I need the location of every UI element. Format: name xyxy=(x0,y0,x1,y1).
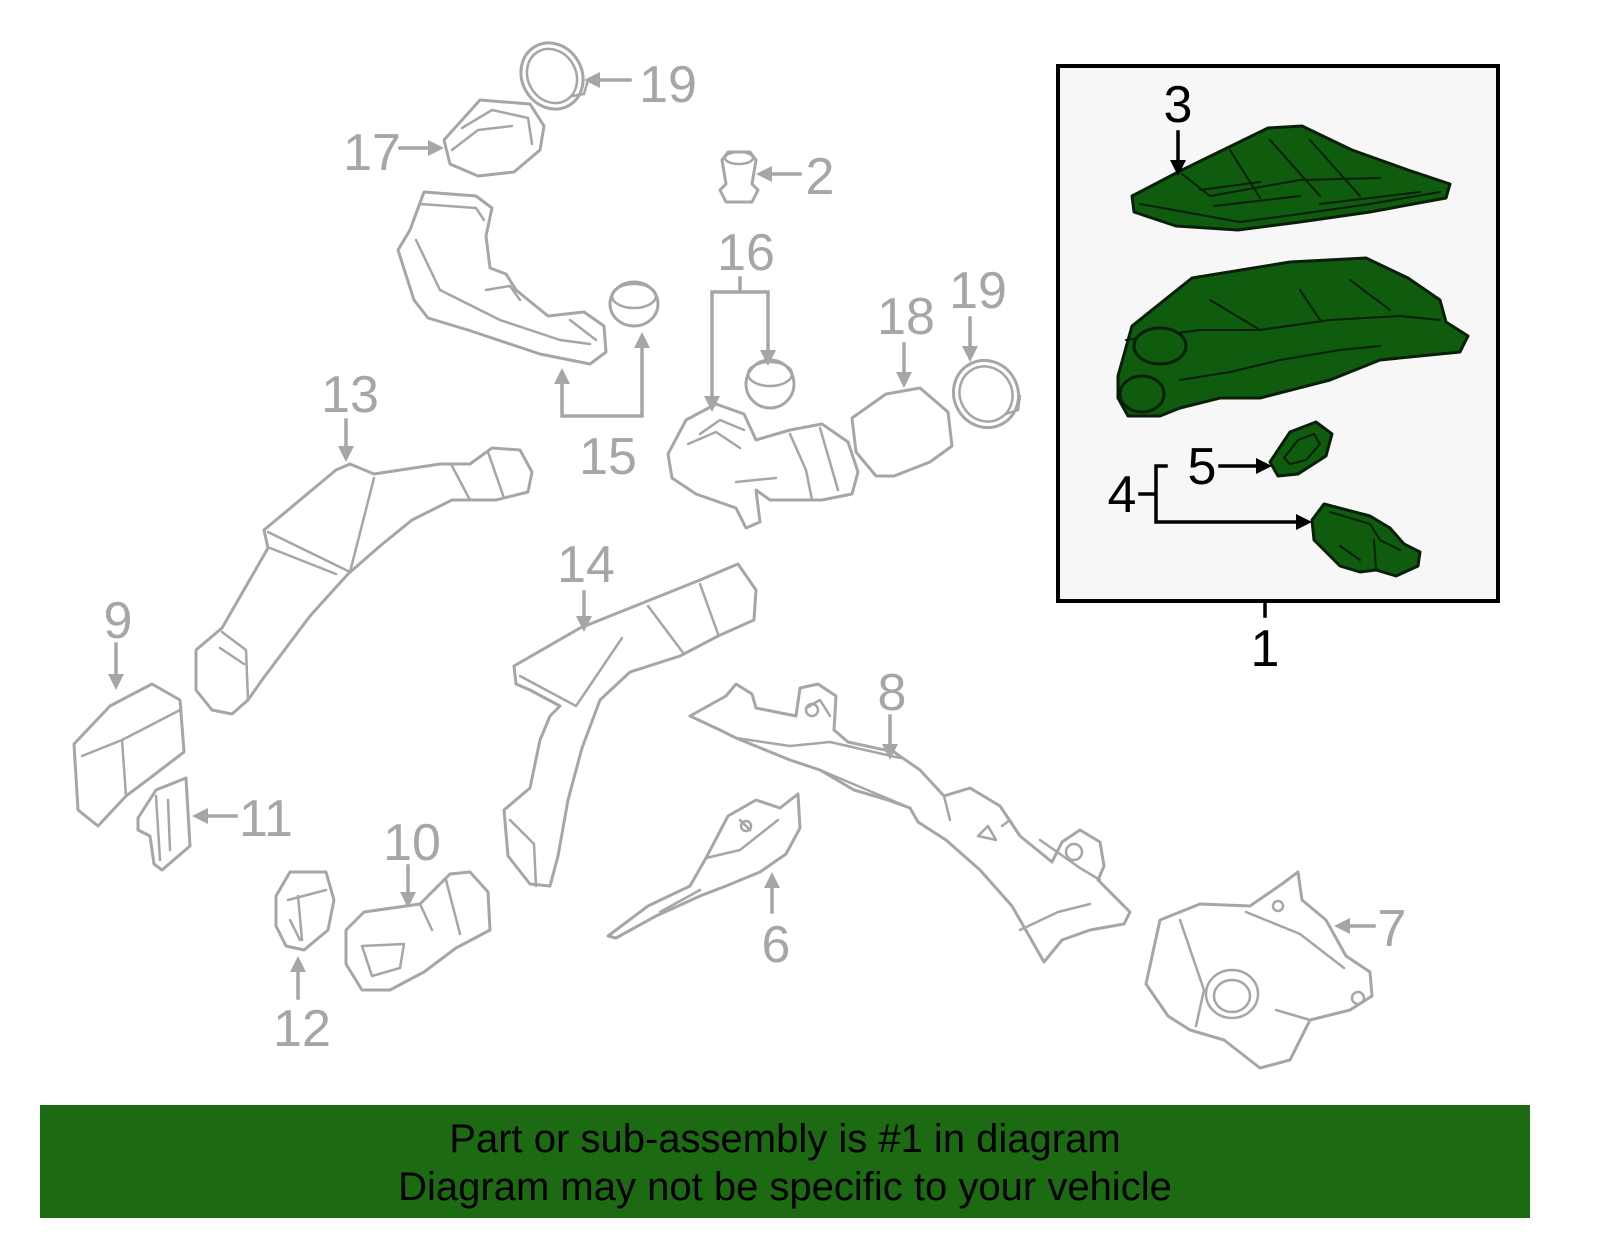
air-cleaner-cover[interactable] xyxy=(1130,124,1452,232)
disclaimer-banner: Part or sub-assembly is #1 in diagram Di… xyxy=(40,1105,1530,1218)
intake-hose xyxy=(666,358,860,530)
callout-1: 1 xyxy=(1251,620,1280,678)
mount-bracket xyxy=(606,792,802,940)
heat-shield xyxy=(1144,870,1374,1070)
callout-14: 14 xyxy=(557,536,615,594)
callout-2: 2 xyxy=(806,148,835,206)
callout-7: 7 xyxy=(1378,900,1407,958)
callout-9: 9 xyxy=(104,592,133,650)
air-cleaner-housing[interactable] xyxy=(1116,256,1470,418)
support-bracket xyxy=(688,682,1132,964)
callout-12: 12 xyxy=(273,1000,331,1058)
callout-19-upper: 19 xyxy=(639,56,697,114)
intake-duct-upper xyxy=(396,190,660,366)
callout-10: 10 xyxy=(383,814,441,872)
callout-18: 18 xyxy=(877,288,935,346)
callout-17: 17 xyxy=(343,124,401,182)
callout-15: 15 xyxy=(579,428,637,486)
mass-air-flow-sensor[interactable] xyxy=(1310,502,1422,578)
hose-sleeve xyxy=(850,386,954,478)
inset-assembly-1: 3 5 4 1 xyxy=(1056,64,1500,678)
callout-8: 8 xyxy=(878,664,907,722)
callout-3: 3 xyxy=(1164,76,1193,134)
air-duct-lower xyxy=(502,562,758,888)
callout-5: 5 xyxy=(1188,438,1217,496)
vent-duct xyxy=(72,682,186,828)
banner-line-1: Part or sub-assembly is #1 in diagram xyxy=(449,1117,1121,1161)
clamp-upper xyxy=(519,41,590,111)
grommet[interactable] xyxy=(1268,420,1334,478)
vent-bracket xyxy=(136,776,192,872)
callout-16: 16 xyxy=(717,224,775,282)
coupler xyxy=(442,98,546,178)
callout-19-lower: 19 xyxy=(949,262,1007,320)
callout-6: 6 xyxy=(762,916,791,974)
mount-bushing xyxy=(718,150,760,204)
vent-retainer xyxy=(274,870,336,952)
air-duct-upper xyxy=(194,446,534,716)
clamp-lower xyxy=(951,358,1022,430)
banner-line-2: Diagram may not be specific to your vehi… xyxy=(398,1165,1172,1209)
leader-4 xyxy=(1138,464,1300,524)
callout-13: 13 xyxy=(321,366,379,424)
vent-outlet xyxy=(344,870,492,992)
callout-4: 4 xyxy=(1108,466,1137,524)
callout-11: 11 xyxy=(239,790,293,848)
